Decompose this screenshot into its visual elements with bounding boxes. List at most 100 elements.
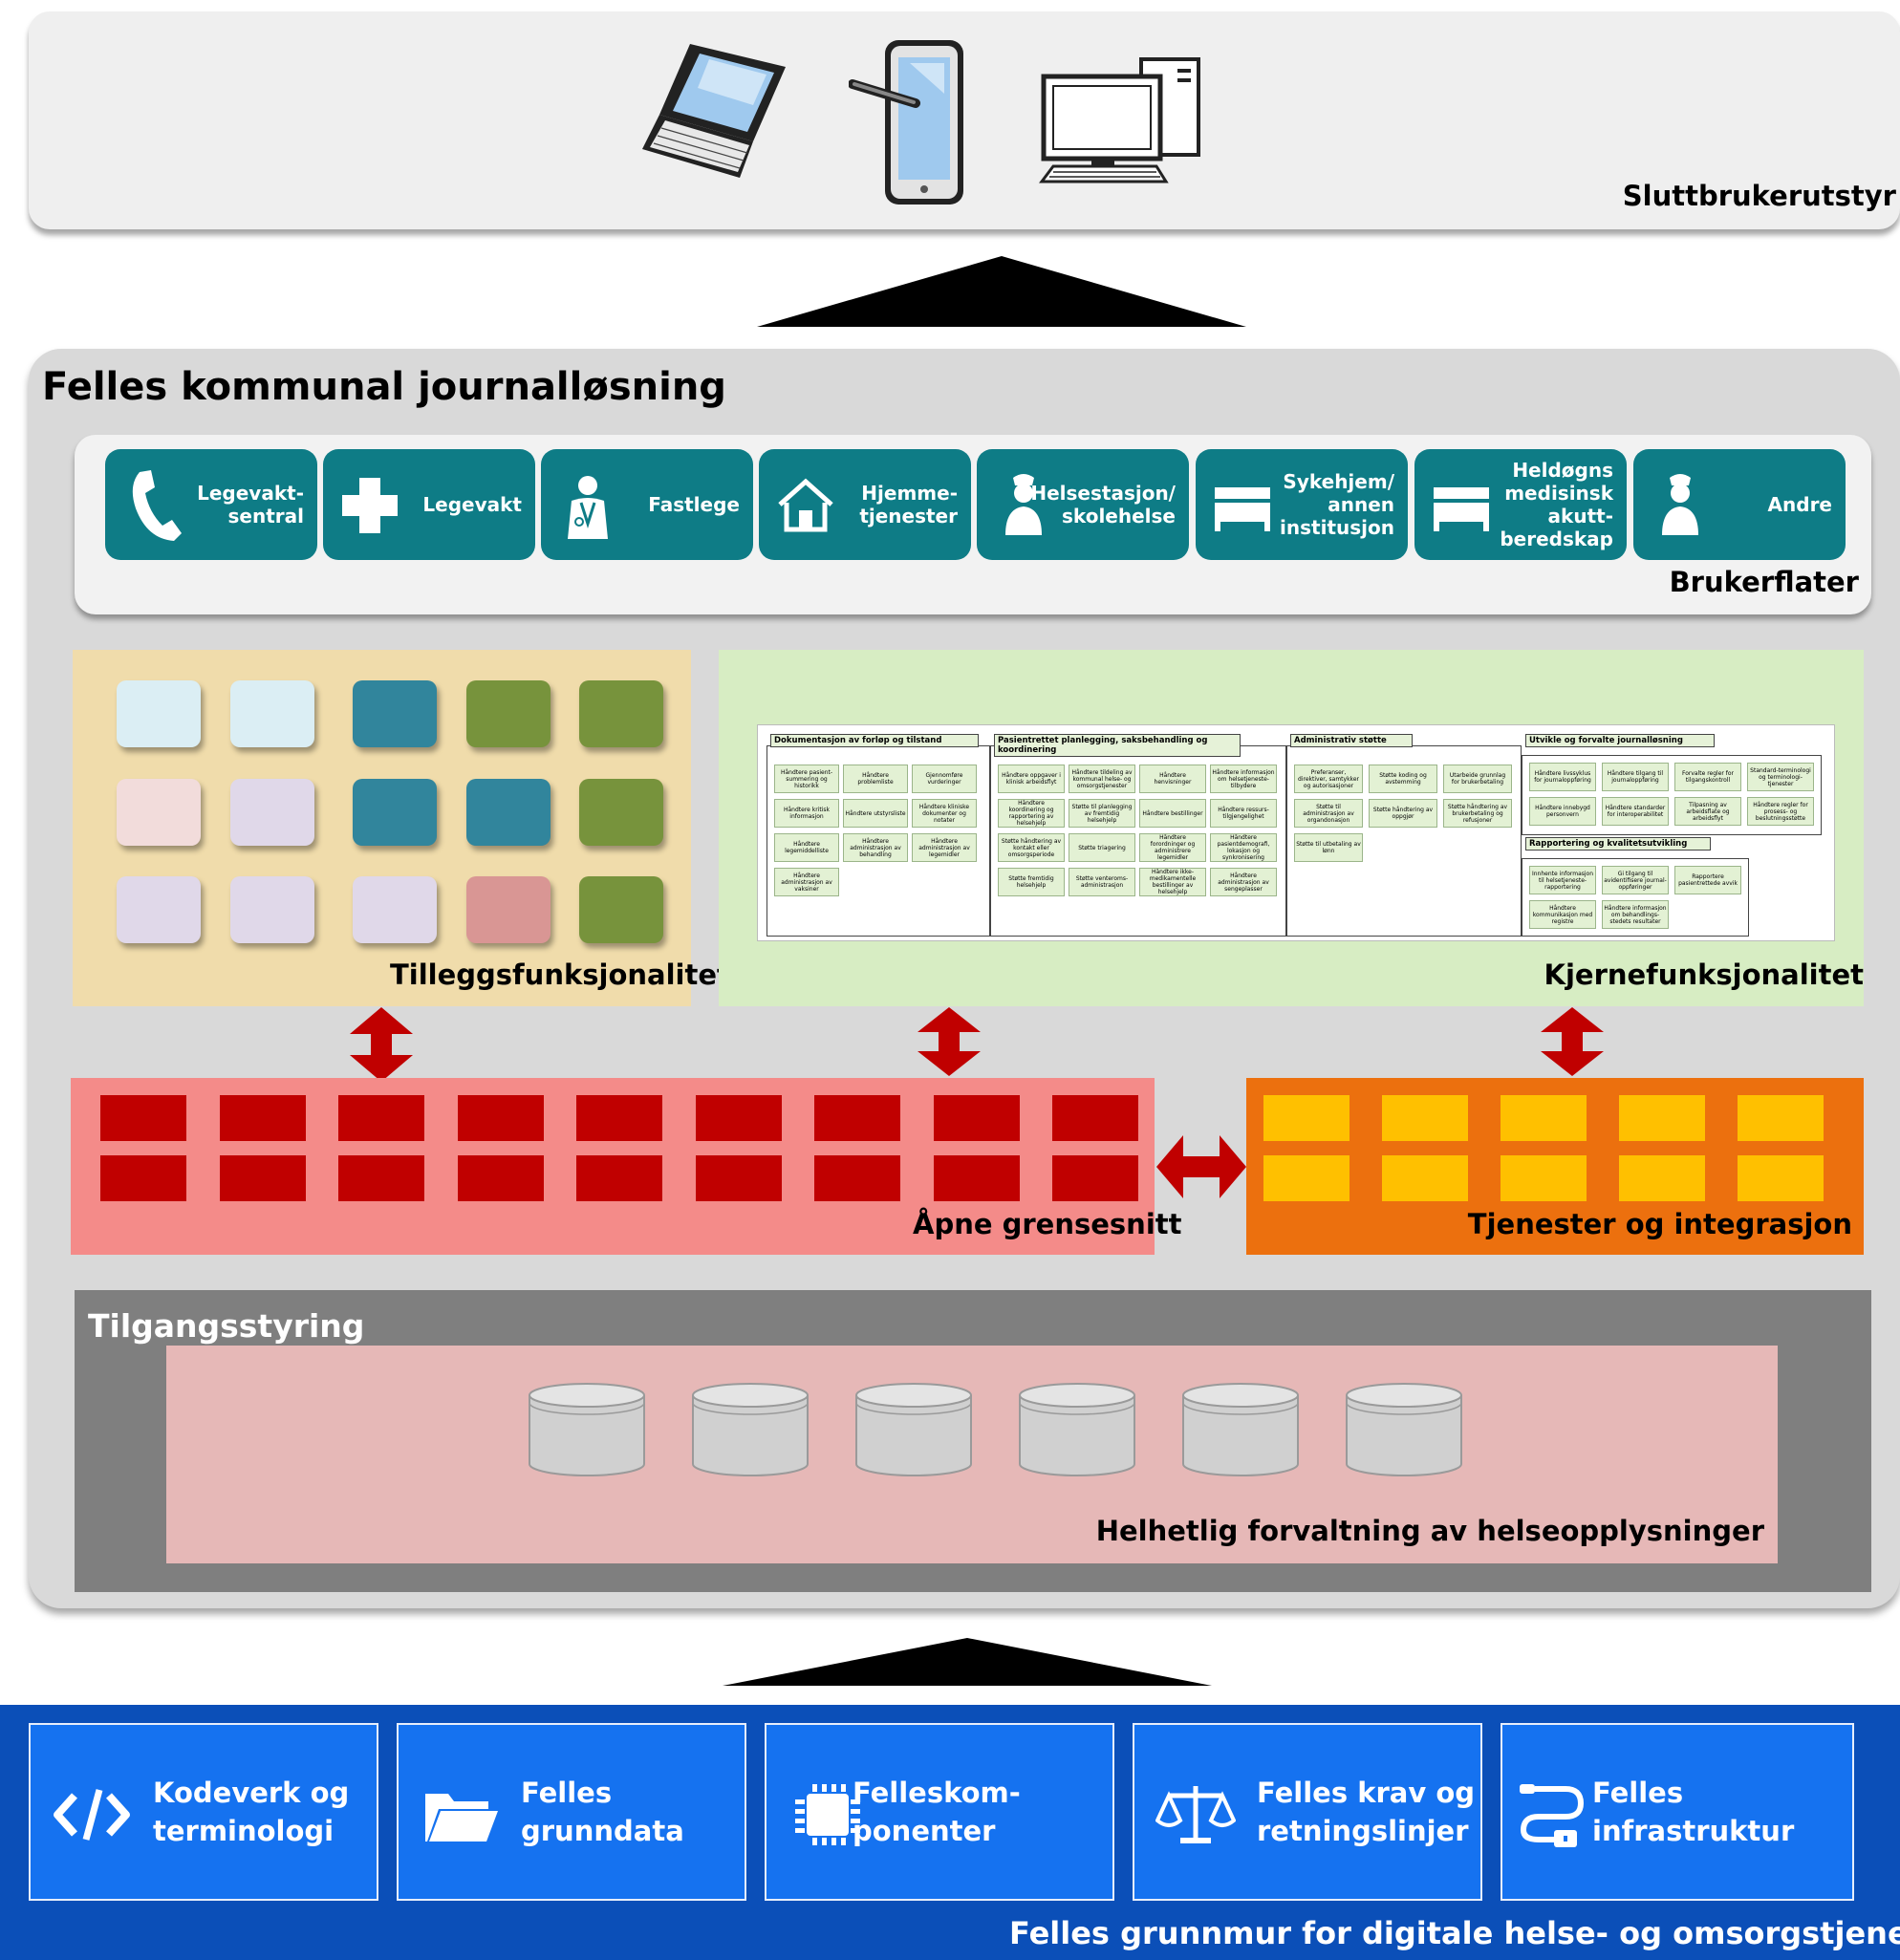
capability-cell: Preferanser, direktiver, samtykker og au… xyxy=(1294,765,1363,793)
capability-cell: Håndtere regler for prosess- og beslutni… xyxy=(1747,797,1814,826)
laptop-icon xyxy=(642,44,786,178)
capability-cell: Støtte koding og avstemming xyxy=(1369,765,1437,793)
medical-cross-icon xyxy=(342,478,398,533)
interface-block xyxy=(576,1155,662,1201)
doctor-icon xyxy=(568,476,608,539)
foundation-label-line: Felles infrastruktur xyxy=(1592,1777,1795,1847)
capability-cell: Håndtere bestillinger xyxy=(1139,799,1206,828)
scales-icon xyxy=(1155,1786,1236,1843)
additional-function-block xyxy=(466,779,551,846)
bed-icon xyxy=(1215,487,1270,531)
capability-cell: Gjennomføre vurderinger xyxy=(912,765,977,793)
service-block xyxy=(1738,1095,1824,1141)
capability-cell: Støtte til utbetaling av lønn xyxy=(1294,833,1363,862)
tile-label-line: annen xyxy=(1328,493,1394,516)
user-interfaces-label: Brukerflater xyxy=(1669,566,1859,598)
database-icon xyxy=(855,1383,972,1476)
service-block xyxy=(1501,1155,1587,1201)
additional-function-block xyxy=(579,876,663,943)
tile-label: Andre xyxy=(1767,493,1832,516)
additional-function-block xyxy=(117,779,201,846)
ui-tile-fastlege[interactable]: Fastlege xyxy=(541,449,753,560)
ui-tile-hjemmetjenester[interactable]: Hjemme-tjenester xyxy=(759,449,971,560)
ui-tile-helsestasjon[interactable]: Helsestasjon/skolehelse xyxy=(977,449,1189,560)
access-control-label: Tilgangsstyring xyxy=(88,1307,365,1345)
folder-icon xyxy=(425,1794,498,1842)
journal-title: Felles kommunal journalløsning xyxy=(42,365,726,409)
capability-cell: Håndtere administrasjon av legemidler xyxy=(912,833,977,862)
chip-icon xyxy=(795,1784,860,1845)
service-block xyxy=(1263,1095,1349,1141)
end-user-devices-panel xyxy=(29,11,1900,229)
category-title: Administrativ støtte xyxy=(1290,734,1413,747)
capability-cell: Håndtere problemliste xyxy=(843,765,908,793)
capability-cell: Håndtere tilgang til journaloppføring xyxy=(1602,763,1669,791)
bidirectional-arrow-icon xyxy=(1541,1007,1604,1076)
tile-label-line: akutt- xyxy=(1547,505,1613,528)
desktop-computer-icon xyxy=(1039,57,1200,183)
bed-icon xyxy=(1434,487,1489,531)
capability-cell: Rapportere pasientrettede avvik xyxy=(1674,866,1741,894)
tile-label-line: Hjemme- xyxy=(861,482,958,505)
additional-function-block xyxy=(230,779,314,846)
capability-cell: Håndtere innebygd personvern xyxy=(1529,797,1596,826)
service-block xyxy=(1263,1155,1349,1201)
ui-tile-legevakt[interactable]: Legevakt xyxy=(323,449,535,560)
foundation-tile-infrastructure[interactable]: Felles infrastruktur xyxy=(1501,1723,1854,1901)
nurse-icon xyxy=(1005,474,1042,535)
foundation-label-line: ponenter xyxy=(853,1815,996,1847)
capability-cell: Håndtere livssyklus for journaloppføring xyxy=(1529,763,1596,791)
service-block xyxy=(1619,1155,1705,1201)
foundation-label-line: Felleskom- xyxy=(853,1777,1021,1809)
capability-cell: Håndtere ikke-medikamentelle bestillinge… xyxy=(1139,868,1206,896)
additional-functionality-label: Tilleggsfunksjonalitet xyxy=(390,958,730,991)
capability-cell: Håndtere administrasjon av behandling xyxy=(843,833,908,862)
services-integration-label: Tjenester og integrasjon xyxy=(1467,1208,1852,1240)
capability-cell: Støtte håndtering av kontakt eller omsor… xyxy=(998,833,1065,862)
additional-function-block xyxy=(117,876,201,943)
capability-cell: Håndtere administrasjon av vaksiner xyxy=(774,868,839,896)
additional-function-block xyxy=(353,779,437,846)
capability-cell: Støtte triagering xyxy=(1069,833,1135,862)
additional-function-block xyxy=(353,680,437,747)
foundation-label-line: retningslinjer xyxy=(1257,1815,1469,1847)
interface-block xyxy=(457,1155,544,1201)
ui-tile-legevaktsentral[interactable]: Legevakt-sentral xyxy=(105,449,317,560)
additional-function-block xyxy=(230,876,314,943)
service-block xyxy=(1738,1155,1824,1201)
capability-cell: Håndtere oppgaver i klinisk arbeidsflyt xyxy=(998,765,1065,793)
service-block xyxy=(1382,1095,1468,1141)
additional-function-block xyxy=(230,680,314,747)
capability-cell: Håndtere kritisk informasjon xyxy=(774,799,839,828)
capability-cell: Forvalte regler for tilgangskontroll xyxy=(1674,763,1741,791)
capability-cell: Håndtere informasjon om behandlings-sted… xyxy=(1602,900,1669,929)
capability-cell: Håndtere koordinering og rapportering av… xyxy=(998,799,1065,828)
capability-cell: Håndtere pasient-summering og historikk xyxy=(774,765,839,793)
database-icon xyxy=(1346,1383,1462,1476)
database-group xyxy=(529,1383,1462,1476)
capability-cell: Utarbeide grunnlag for brukerbetaling xyxy=(1443,765,1512,793)
interface-block xyxy=(933,1155,1020,1201)
capability-cell: Støtte håndtering av brukerbetaling og r… xyxy=(1443,799,1512,828)
ui-tile-andre[interactable]: Andre xyxy=(1633,449,1846,560)
tile-label-line: Heldøgns xyxy=(1512,459,1613,482)
interface-block xyxy=(100,1155,186,1201)
tile-label-line: institusjon xyxy=(1280,516,1394,539)
foundation-tile-components[interactable]: Felleskom-ponenter xyxy=(765,1723,1114,1901)
capability-cell: Støtte til administrasjon av organdonasj… xyxy=(1294,799,1363,828)
capability-cell: Håndtere utstyrsliste xyxy=(843,799,908,828)
up-arrow xyxy=(757,256,1246,327)
database-icon xyxy=(1019,1383,1135,1476)
capability-cell: Håndtere tildeling av kommunal helse- og… xyxy=(1069,765,1135,793)
capability-cell: Støtte til planlegging av fremtidig hels… xyxy=(1069,799,1135,828)
capability-cell: Håndtere henvisninger xyxy=(1139,765,1206,793)
tile-label-line: Sykehjem/ xyxy=(1283,470,1394,493)
capability-cell: Håndtere pasientdemografi, lokasjon og s… xyxy=(1210,833,1277,862)
capability-cell: Håndtere informasjon om helsetjeneste-ti… xyxy=(1210,765,1277,793)
service-block xyxy=(1501,1095,1587,1141)
